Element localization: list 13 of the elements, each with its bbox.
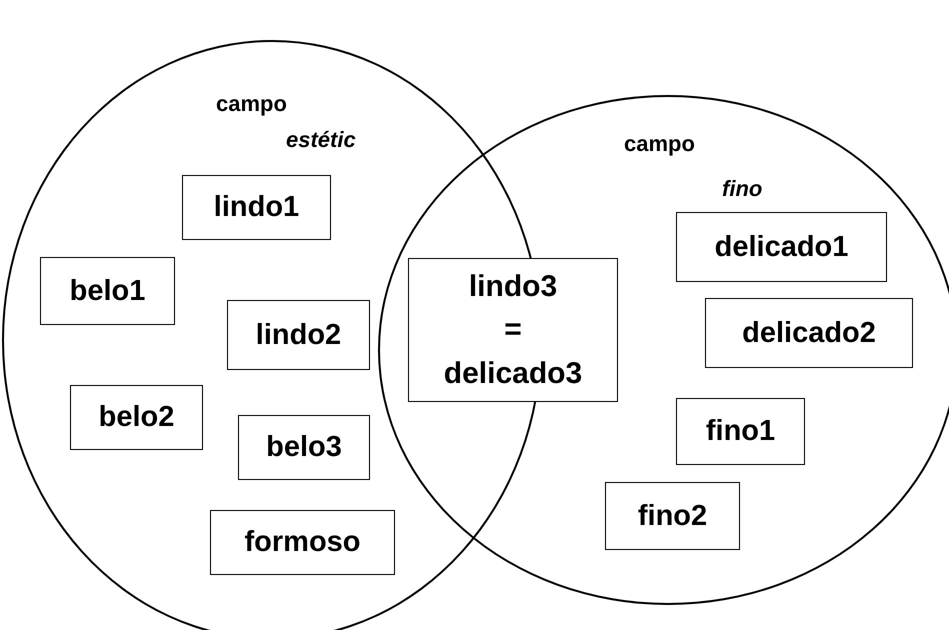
- word-box: delicado2: [705, 298, 913, 368]
- word-box: belo1: [40, 257, 175, 325]
- field-label: estétic: [286, 127, 356, 153]
- word-box: lindo2: [227, 300, 370, 370]
- word-box: fino1: [676, 398, 805, 465]
- word-box: formoso: [210, 510, 395, 575]
- word-box: lindo1: [182, 175, 331, 240]
- word-box: belo2: [70, 385, 203, 450]
- word-box: delicado1: [676, 212, 887, 282]
- field-label: campo: [624, 131, 695, 157]
- field-label: fino: [722, 176, 762, 202]
- word-box: belo3: [238, 415, 370, 480]
- field-label: campo: [216, 91, 287, 117]
